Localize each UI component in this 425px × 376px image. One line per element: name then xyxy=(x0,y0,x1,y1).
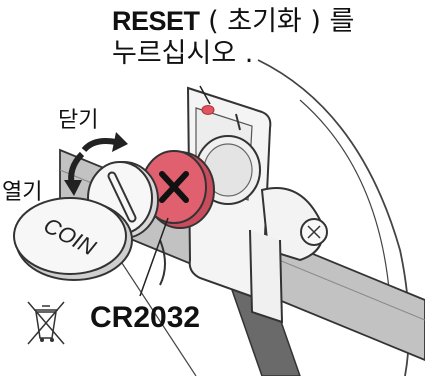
reset-instruction-rest: ( 초기화 ) 를 xyxy=(208,6,355,37)
reset-keyword: RESET xyxy=(112,6,200,36)
open-label: 열기 xyxy=(2,180,43,205)
x-mark-icon xyxy=(159,171,189,203)
battery-model-label: CR2032 xyxy=(90,301,201,334)
curved-arrow-close-icon xyxy=(81,132,128,153)
recycle-bin-crossed-icon xyxy=(27,301,65,345)
reset-instruction-line1: RESET ( 초기화 ) 를 xyxy=(112,6,355,37)
sensor-slot xyxy=(235,113,241,131)
curved-arrow-open-icon xyxy=(64,151,85,196)
band-strap-left xyxy=(159,239,166,286)
wheel-inner-arc xyxy=(299,99,391,301)
screw-head-icon xyxy=(307,225,321,239)
reset-leader-line xyxy=(199,85,211,105)
battery-leader-line xyxy=(139,217,169,297)
coin-tool xyxy=(13,197,127,275)
reset-button[interactable] xyxy=(201,105,215,115)
close-label: 닫기 xyxy=(58,108,99,133)
reset-instruction-line2: 누르십시오 . xyxy=(112,38,254,69)
band-strap xyxy=(249,229,284,324)
